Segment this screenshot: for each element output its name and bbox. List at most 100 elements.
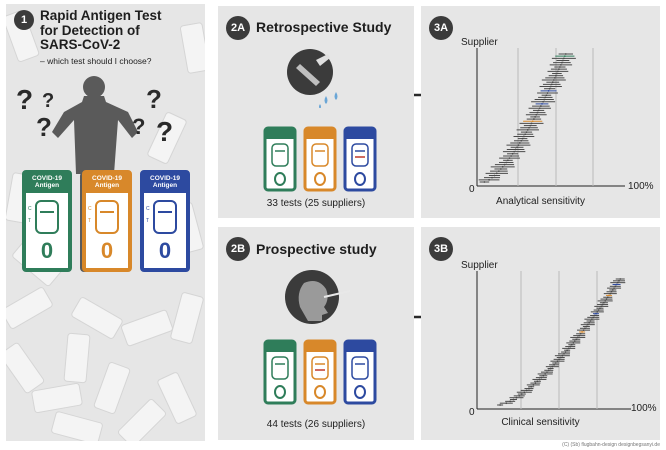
plot-point — [530, 385, 533, 388]
panel1-subtitle: – which test should I choose? — [40, 56, 152, 66]
plot-point — [514, 148, 517, 151]
title-line: SARS-CoV-2 — [40, 37, 121, 52]
forest-plot-clinical — [476, 271, 631, 410]
plot-point — [606, 296, 609, 299]
plot-point — [511, 152, 514, 155]
small-test-cards — [263, 126, 377, 192]
plot-point — [505, 402, 508, 405]
title-line: for Detection of — [40, 22, 140, 38]
plot-point — [614, 285, 617, 288]
plot-point — [561, 354, 564, 357]
small-card-green — [263, 339, 297, 405]
plot-point — [615, 283, 618, 286]
question-mark: ? — [146, 84, 162, 114]
test-card-blue: COVID-19 Antigen C T 0 — [140, 170, 190, 272]
plot-point — [601, 303, 604, 306]
plot-point — [570, 343, 573, 346]
plot-point — [505, 161, 508, 164]
plot-point — [573, 340, 576, 342]
plot-point — [521, 137, 524, 140]
plot-point — [546, 92, 549, 94]
plot-point — [548, 87, 551, 90]
copyright-note: (C) (Sb) flugbahn-design designbegsanyi.… — [562, 442, 660, 448]
plot-point — [591, 318, 593, 321]
plot-point — [553, 363, 555, 366]
card-header-line: COVID-19 — [32, 175, 62, 182]
card-header-line: Antigen — [152, 181, 178, 189]
plot-point — [610, 290, 613, 293]
plot-point — [563, 55, 566, 58]
plot-point — [557, 70, 559, 73]
sample-well: 0 — [40, 238, 54, 263]
plot-point — [563, 352, 565, 355]
plot-point — [552, 79, 555, 81]
plot-point — [561, 59, 564, 62]
plot-point — [518, 142, 521, 144]
x-axis-max-label: 100% — [628, 181, 654, 192]
plot-point — [572, 342, 575, 344]
plot-point — [555, 72, 558, 75]
forest-plot-analytical — [476, 48, 625, 187]
plot-point — [609, 292, 612, 295]
plot-point — [529, 124, 532, 127]
plot-point — [542, 374, 545, 377]
plot-point — [600, 305, 603, 308]
plot-point — [524, 133, 527, 136]
plot-point — [556, 360, 559, 363]
plot-point — [536, 380, 539, 383]
plot-point — [516, 146, 518, 149]
x-axis-min-label: 0 — [469, 407, 475, 418]
card-header-line: Antigen — [34, 181, 60, 189]
sample-well: 0 — [158, 238, 172, 263]
plot-point — [585, 325, 588, 328]
plot-point — [488, 178, 490, 181]
plot-point — [564, 53, 567, 55]
plot-point — [517, 144, 520, 147]
plot-point — [483, 181, 486, 183]
plot-point — [576, 336, 579, 339]
plot-point — [595, 312, 597, 315]
plot-point — [559, 356, 562, 359]
plot-point — [520, 139, 523, 142]
small-test-cards — [263, 339, 377, 405]
plot-point — [503, 163, 506, 166]
plot-point — [566, 349, 569, 352]
plot-point — [544, 373, 547, 375]
small-card-blue — [343, 126, 377, 192]
mark-t: T — [146, 218, 150, 224]
small-card-orange — [303, 339, 337, 405]
panel2b-title: Prospective study — [256, 241, 377, 257]
plot-point — [508, 157, 511, 160]
plot-point — [536, 111, 539, 114]
plot-point — [538, 378, 541, 381]
plot-point — [510, 155, 512, 157]
plot-point — [554, 74, 557, 77]
panel2a-title: Retrospective Study — [256, 19, 392, 35]
plot-point — [499, 168, 502, 170]
plot-point — [547, 369, 550, 372]
control-line — [100, 211, 114, 213]
plot-point — [509, 400, 512, 403]
panel2a-caption: 33 tests (25 suppliers) — [266, 198, 366, 209]
plot-point — [602, 301, 605, 304]
panel-retrospective-study: 2A Retrospective Study — [218, 6, 414, 218]
plot-point — [550, 83, 553, 86]
question-mark: ? — [132, 114, 146, 139]
question-marks: ? ? ? ? ? ? — [6, 4, 205, 164]
plot-point — [560, 61, 563, 64]
plot-point — [528, 387, 530, 390]
plot-point — [544, 96, 547, 99]
plot-point — [575, 338, 578, 341]
x-axis-min-label: 0 — [469, 184, 475, 195]
mark-t: T — [88, 218, 92, 224]
plot-point — [549, 85, 552, 88]
question-mark: ? — [156, 116, 174, 147]
plot-point — [530, 122, 533, 125]
panel-prospective-study: 2B Prospective study 44 — [218, 227, 414, 440]
plot-point — [491, 176, 493, 179]
plot-point — [589, 320, 592, 322]
plot-point — [554, 362, 557, 364]
plot-point — [549, 367, 552, 370]
card-header-line: COVID-19 — [92, 175, 122, 182]
card-header: COVID-19 Antigen — [144, 174, 186, 193]
